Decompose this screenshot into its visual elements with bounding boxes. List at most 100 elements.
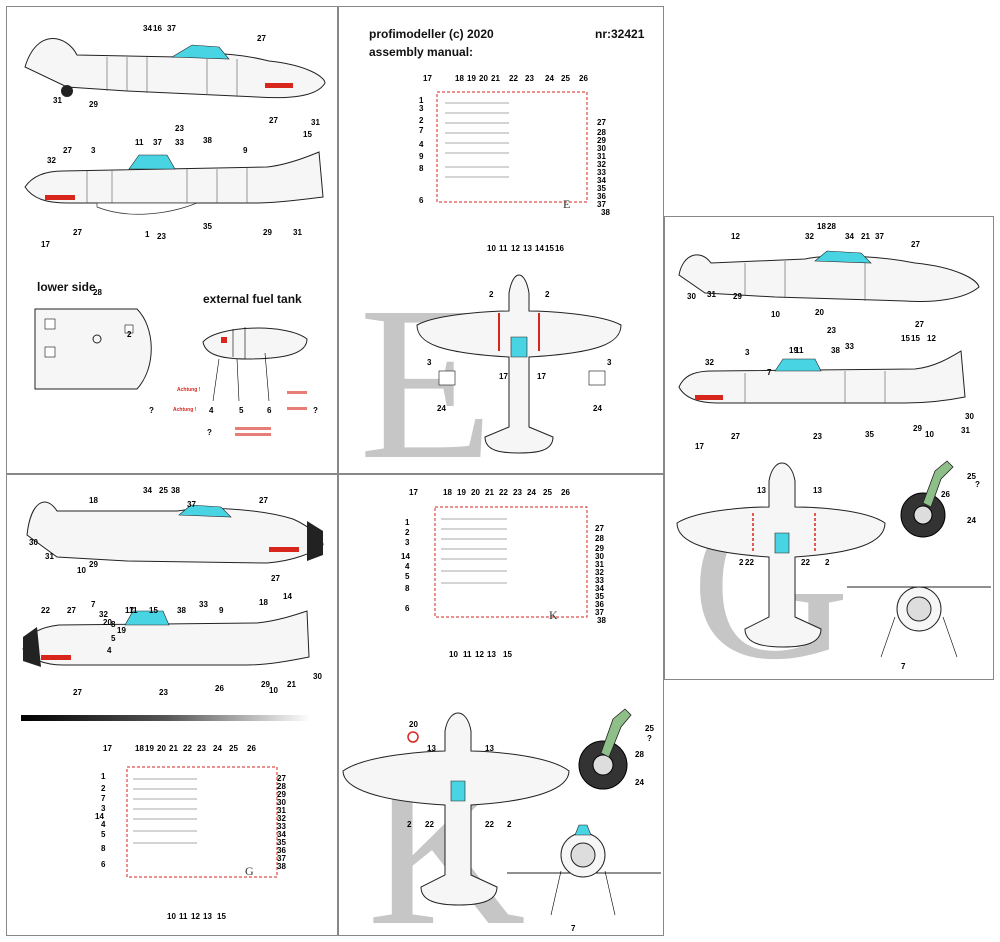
callout-p4_side_bottom-2: 7 [91,600,96,609]
callout-sheet_E_right-3: 30 [597,144,606,153]
callout-sheet_K_right-0: 27 [595,524,604,533]
callout-sheet_G_top-0: 17 [103,744,112,753]
callout-p1_lower-4: 6 [267,406,272,415]
callout-sheet_E_right-6: 33 [597,168,606,177]
callout-p3_side_top-13: 23 [827,326,836,335]
panel-bottom-middle: K K 171819202122232425261231445862728293… [338,474,664,942]
callout-sheet_K_right-11: 38 [597,616,606,625]
callout-sheet_G_right-3: 30 [277,798,286,807]
callout-p1_lower-3: 5 [239,406,244,415]
callout-p1_side_top-4: 31 [53,96,62,105]
callout-p3_side_bottom-5: 38 [831,346,840,355]
callout-p4_side_bottom-12: 9 [219,606,224,615]
decal-sheet-K: K [434,506,588,622]
callout-p1_side_bottom-7: 3 [91,146,96,155]
callout-sheet_K_top-8: 25 [543,488,552,497]
callout-sheet_G_left-7: 8 [101,844,106,853]
callout-sheet_G_right-7: 34 [277,830,286,839]
callout-sheet_G_top-6: 23 [197,744,206,753]
callout-p1_side_bottom-13: 23 [157,232,166,241]
callout-p3_side_bottom-1: 3 [745,348,750,357]
wheel-detail-K [578,708,632,790]
callout-sheet_K_top-1: 18 [443,488,452,497]
callout-plan_K-11: ? [647,734,652,743]
callout-sheet_G_bottom-0: 10 [167,912,176,921]
sheet-letter-G: G [245,864,254,878]
callout-p1_side_bottom-0: 11 [135,138,144,147]
callout-p3_plan-5: 2 [825,558,830,567]
callout-sheet_G_left-0: 1 [101,772,106,781]
callout-p4_side_bottom-18: 29 [261,680,270,689]
callout-p3_side_bottom-7: 15 [901,334,910,343]
callout-p1_side_top-5: 29 [89,100,98,109]
callout-sheet_K_right-1: 28 [595,534,604,543]
callout-p4_side_bottom-21: 30 [313,672,322,681]
callout-sheet_K_left-2: 3 [405,538,410,547]
callout-sheet_G_right-2: 29 [277,790,286,799]
callout-sheet_G_right-0: 27 [277,774,286,783]
callout-p4_side_bottom-17: 26 [215,684,224,693]
callout-p1_lower-5: ? [149,406,154,415]
callout-plan_K-5: 22 [425,820,434,829]
callout-p3_side_top-15: 15 [911,334,920,343]
callout-sheet_K_top-9: 26 [561,488,570,497]
callout-sheet_E_right-0: 27 [597,118,606,127]
callout-sheet_G_top-7: 24 [213,744,222,753]
callout-p3_side_top-6: 37 [875,232,884,241]
callout-plan_K-0: 20 [409,720,418,729]
callout-p1_side_top-6: 23 [175,124,184,133]
callout-sheet_E_right-8: 35 [597,184,606,193]
callout-sheet_K_right-4: 31 [595,560,604,569]
aircraft-side-view-6 [22,610,310,667]
callout-p3_plan-7: 25 [967,472,976,481]
callout-p3_side_top-5: 21 [861,232,870,241]
front-view-K [507,824,661,916]
callout-p4_side_top-2: 25 [159,486,168,495]
callout-p3_side_top-3: 28 [827,222,836,231]
callout-p4_side_top-11: 15 [149,606,158,615]
callout-sheet_G_right-5: 32 [277,814,286,823]
callout-sheet_E_right-5: 32 [597,160,606,169]
callout-p1_side_bottom-12: 1 [145,230,150,239]
callout-sheet_E_left-2: 2 [419,116,424,125]
callout-sheet_K_left-3: 14 [401,552,410,561]
callout-sheet_G_left-8: 6 [101,860,106,869]
callout-plan_K-8: 25 [645,724,654,733]
callout-sheet_K_top-2: 19 [457,488,466,497]
callout-p3_side_bottom-3: 19 [789,346,798,355]
external-fuel-tank-label: external fuel tank [203,292,302,306]
callout-plan_K-9: 28 [635,750,644,759]
callout-sheet_E_bottom-5: 15 [545,244,554,253]
callout-sheet_E_right-1: 28 [597,128,606,137]
callout-sheet_G_top-1: 18 [135,744,144,753]
panel-right-art: G 12321828342137273031291020232715123237… [676,222,991,705]
callout-p3_side_bottom-14: 31 [961,426,970,435]
callout-sheet_E_bottom-1: 11 [499,244,508,253]
callout-sheet_E_top-0: 17 [423,74,432,83]
callout-p3_side_top-1: 32 [805,232,814,241]
callout-p3_side_bottom-15: 30 [965,412,974,421]
callout-p3_side_bottom-13: 10 [925,430,934,439]
callout-p3_side_top-16: 12 [927,334,936,343]
callout-sheet_K_bottom-2: 12 [475,650,484,659]
callout-p4_side_top-8: 10 [77,566,86,575]
header-subtitle: assembly manual: [369,45,473,59]
panel-right: G 12321828342137273031291020232715123237… [664,216,994,705]
lower-side-label: lower side [37,280,96,294]
callout-sheet_G_bottom-4: 15 [217,912,226,921]
callout-sheet_G_bottom-2: 12 [191,912,200,921]
callout-p1_lower-7: ? [207,428,212,437]
aircraft-side-view-2 [24,151,324,215]
callout-p1_lower-1: 2 [127,330,132,339]
callout-sheet_G_bottom-1: 11 [179,912,188,921]
callout-p4_side_bottom-8: 4 [107,646,112,655]
callout-sheet_E_top-8: 25 [561,74,570,83]
callout-p4_side_top-1: 34 [143,486,152,495]
callout-p4_side_top-0: 18 [89,496,98,505]
decal-sheet-E: E [436,91,588,211]
callout-plan_E-6: 24 [437,404,446,413]
callout-p1_lower-2: 4 [209,406,214,415]
